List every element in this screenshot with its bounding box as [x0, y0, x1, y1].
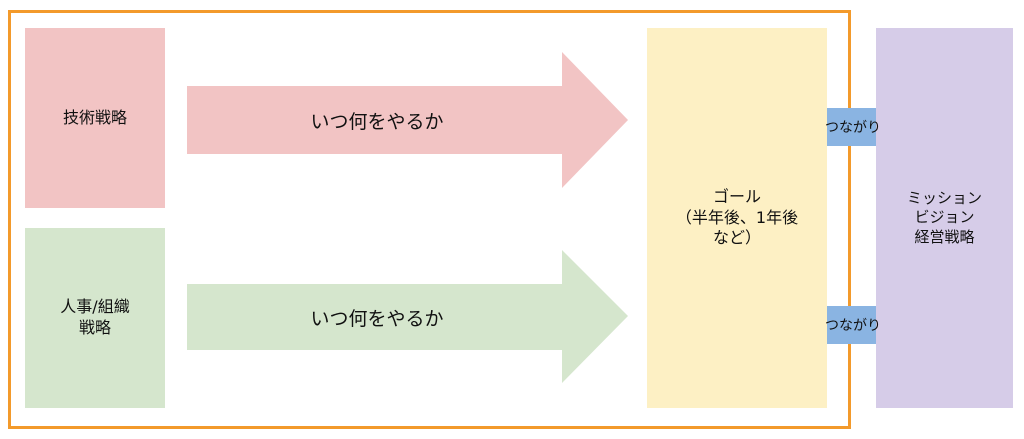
- mission-label: ミッション ビジョン 経営戦略: [906, 188, 982, 246]
- tech-arrow-label: いつ何をやるか: [310, 110, 444, 133]
- goal-box: ゴール （半年後、1年後 など）: [647, 28, 827, 408]
- goal-label: ゴール （半年後、1年後 など）: [675, 186, 799, 248]
- link-top-label: つながり: [825, 120, 881, 136]
- tech-strategy-label: 技術戦略: [62, 107, 127, 127]
- hr-arrow-label: いつ何をやるか: [310, 307, 444, 330]
- hr-arrow: [187, 250, 628, 383]
- hr-strategy-box: 人事/組織 戦略: [25, 228, 165, 408]
- link-bottom-label: つながり: [825, 318, 881, 334]
- tech-strategy-box: 技術戦略: [25, 28, 165, 208]
- mission-box: ミッション ビジョン 経営戦略: [876, 28, 1013, 408]
- orange-frame: [8, 10, 851, 429]
- tech-arrow: [187, 52, 628, 188]
- hr-strategy-label: 人事/組織 戦略: [60, 297, 130, 337]
